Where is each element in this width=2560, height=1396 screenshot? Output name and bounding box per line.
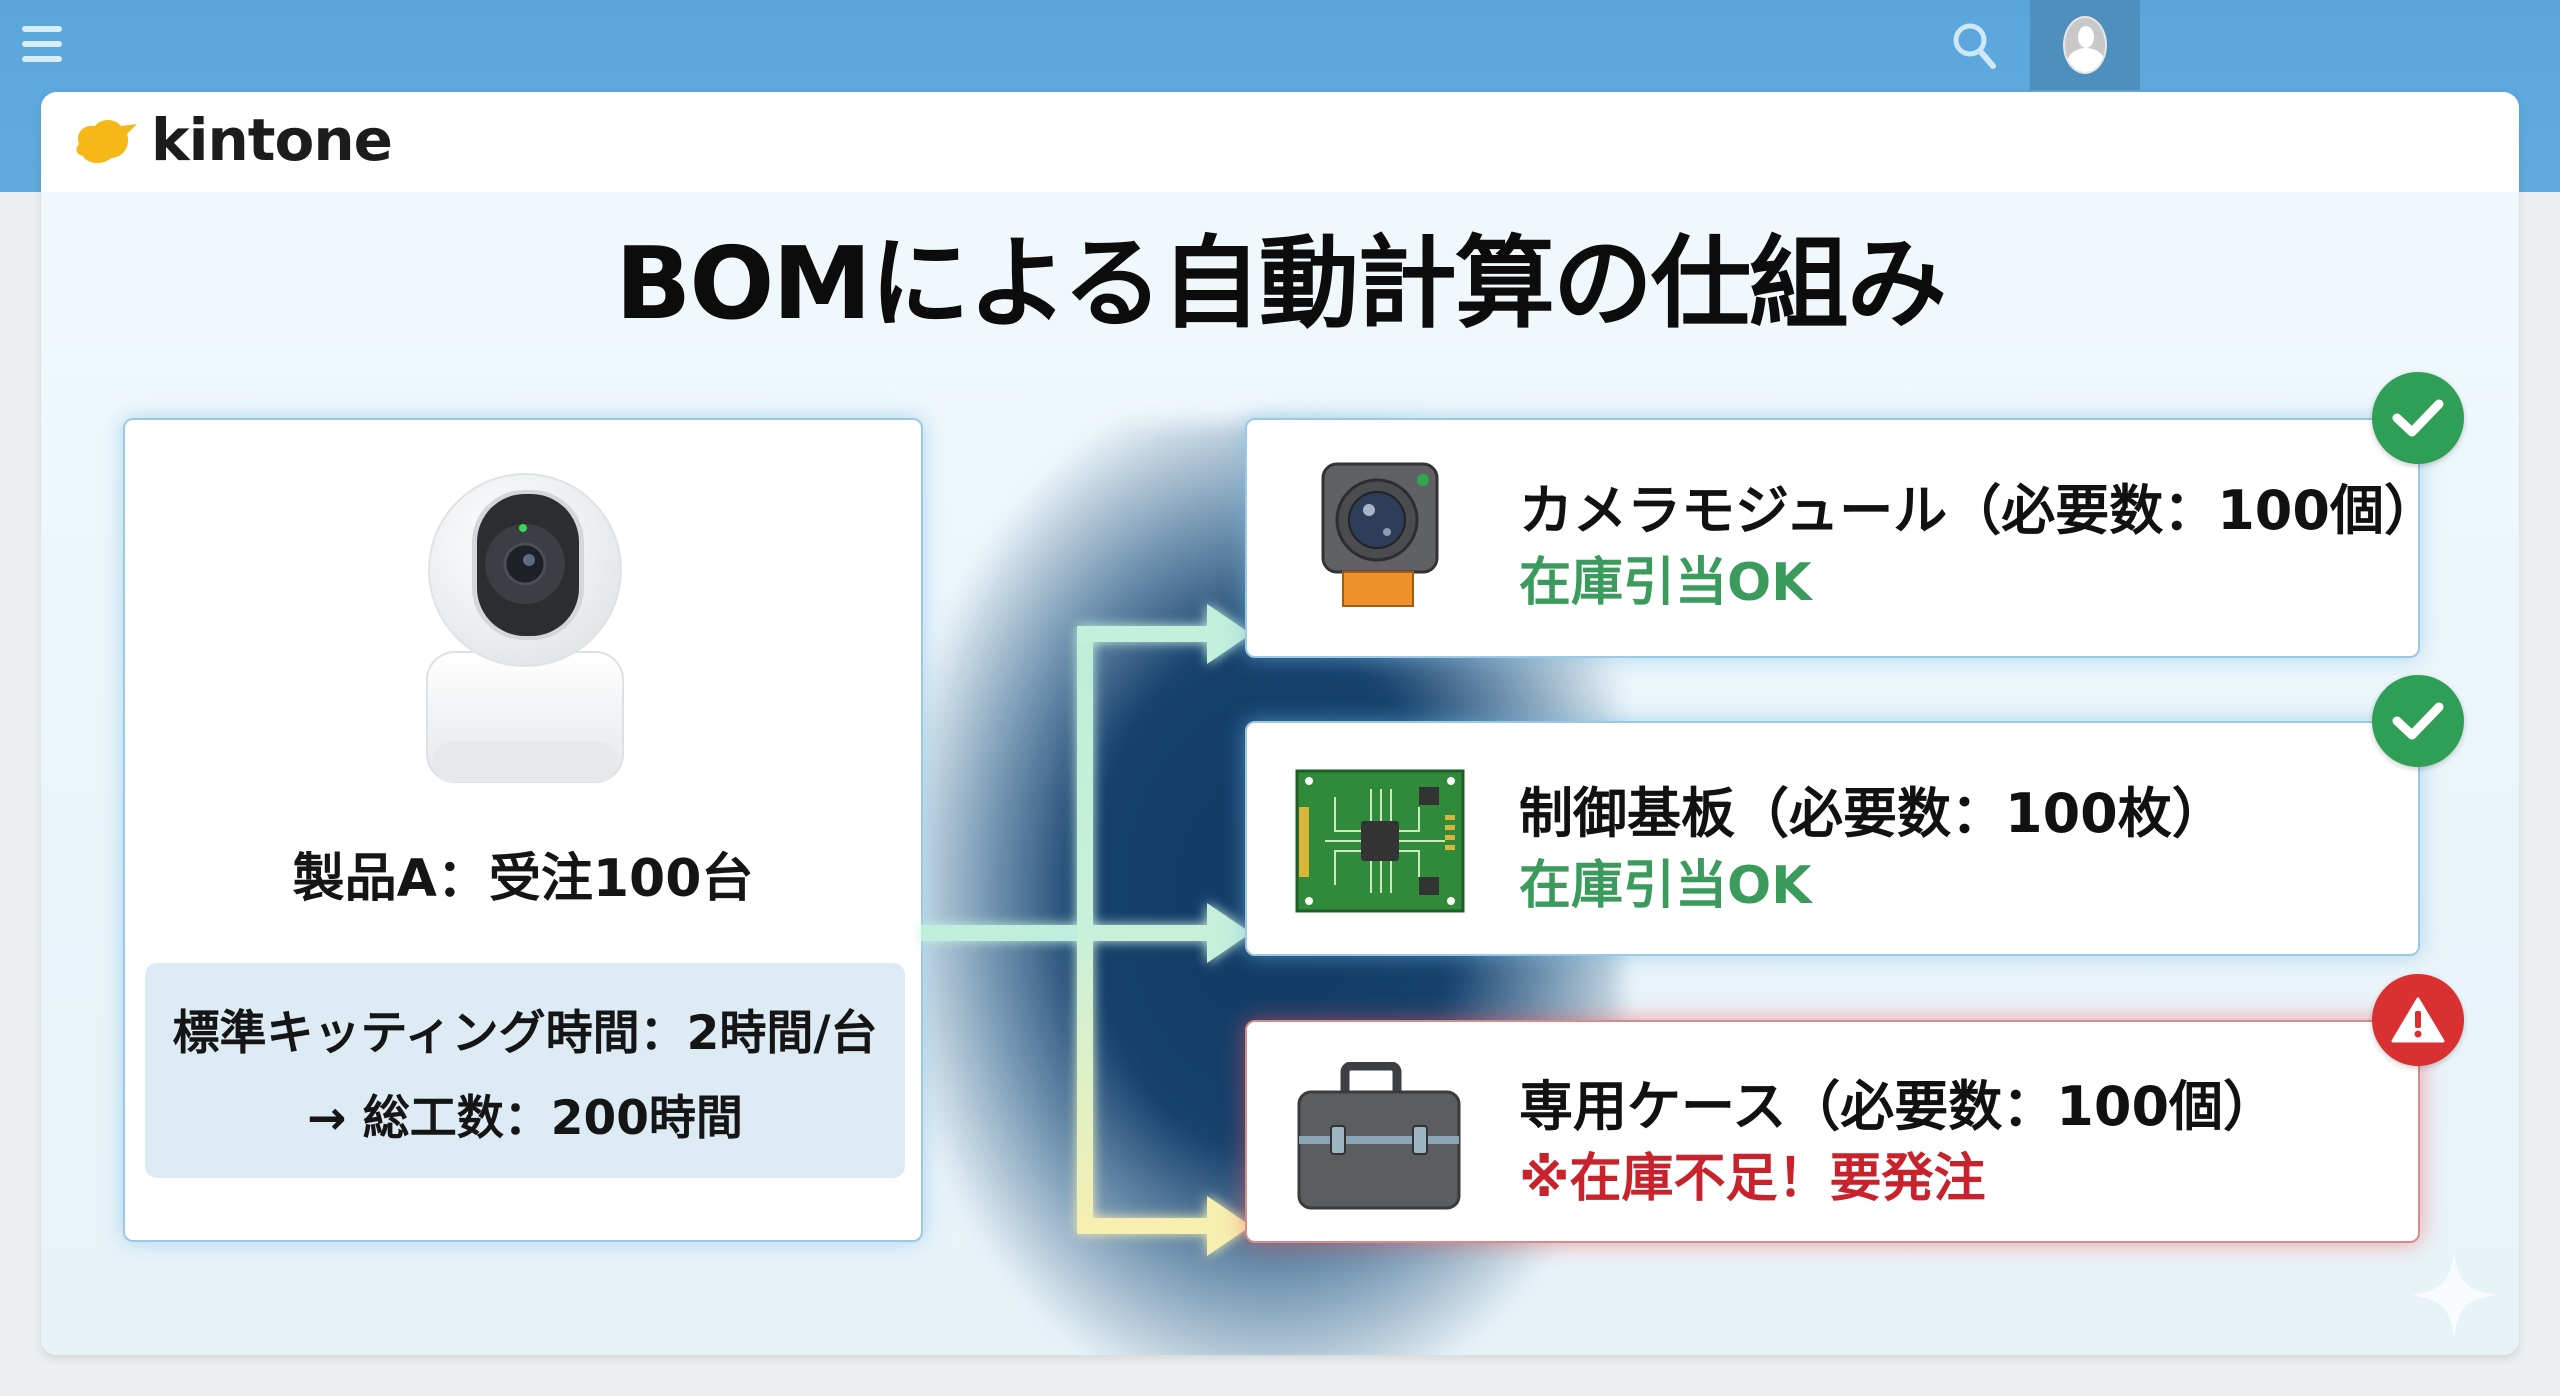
search-icon[interactable] bbox=[1945, 16, 2005, 76]
product-order-label: 製品A：受注100台 bbox=[292, 849, 754, 909]
security-camera-icon bbox=[426, 473, 624, 783]
component-title: カメラモジュール（必要数：100個） bbox=[1519, 479, 2438, 542]
component-status: ※在庫不足！要発注 bbox=[1519, 1149, 1986, 1209]
component-status: 在庫引当OK bbox=[1519, 856, 1812, 916]
main-content-card: kintone BOMによる自動計算の仕組み 製品A：受注100台 bbox=[41, 92, 2519, 1355]
component-card-control-board: 制御基板（必要数：100枚） 在庫引当OK bbox=[1245, 675, 2464, 956]
camera-module-icon bbox=[1321, 462, 1439, 607]
bom-flow-arrows bbox=[921, 604, 1251, 1256]
component-title: 制御基板（必要数：100枚） bbox=[1519, 782, 2226, 845]
kintone-logo-icon bbox=[76, 120, 137, 164]
brand-header: kintone bbox=[41, 92, 2519, 192]
check-icon bbox=[2372, 675, 2464, 767]
component-status: 在庫引当OK bbox=[1519, 553, 1812, 613]
check-icon bbox=[2372, 372, 2464, 464]
total-hours-line: → 総工数：200時間 bbox=[307, 1090, 743, 1146]
toolbox-case-icon bbox=[1297, 1062, 1461, 1210]
user-avatar-button[interactable] bbox=[2030, 0, 2140, 90]
component-title: 専用ケース（必要数：100個） bbox=[1519, 1075, 2278, 1138]
warning-icon bbox=[2372, 974, 2464, 1066]
page-title: BOMによる自動計算の仕組み bbox=[615, 225, 1947, 342]
kitting-time-info: 標準キッティング時間：2時間/台 → 総工数：200時間 bbox=[145, 963, 905, 1178]
sparkle-icon bbox=[2411, 1252, 2497, 1338]
component-card-dedicated-case: 専用ケース（必要数：100個） ※在庫不足！要発注 bbox=[1245, 974, 2464, 1243]
product-card: 製品A：受注100台 標準キッティング時間：2時間/台 → 総工数：200時間 bbox=[123, 418, 923, 1242]
component-card-camera-module: カメラモジュール（必要数：100個） 在庫引当OK bbox=[1245, 372, 2464, 658]
hamburger-menu-icon[interactable] bbox=[20, 22, 64, 66]
kintone-logo-text[interactable]: kintone bbox=[151, 106, 393, 174]
user-avatar-icon bbox=[2063, 16, 2107, 74]
circuit-board-icon bbox=[1295, 769, 1465, 913]
kitting-time-line: 標準キッティング時間：2時間/台 bbox=[172, 1005, 878, 1061]
